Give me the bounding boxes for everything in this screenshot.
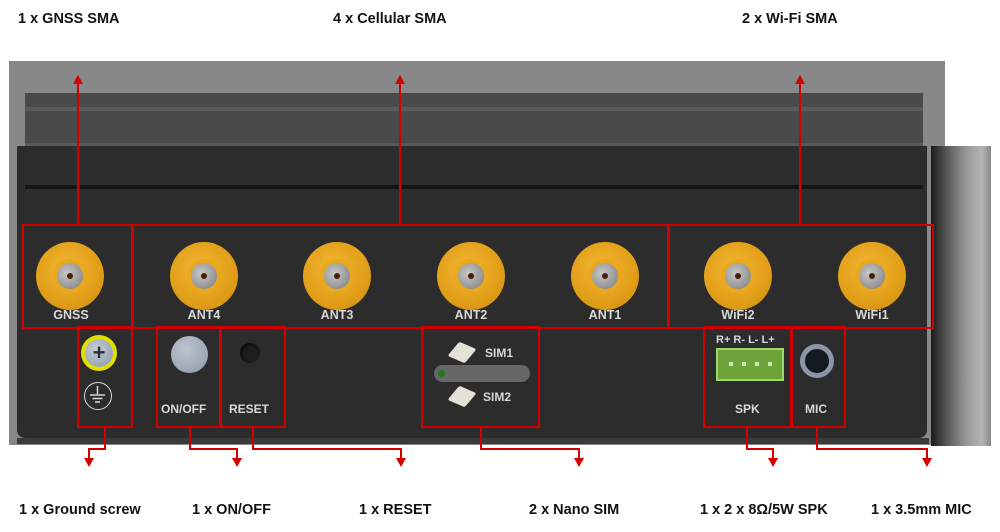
spk-box: [703, 326, 793, 428]
power-button[interactable]: [171, 336, 208, 373]
callout-wifi-sma: 2 x Wi-Fi SMA: [742, 11, 838, 27]
callout-line-mic: [926, 448, 928, 458]
port-label-gnss: GNSS: [53, 308, 89, 322]
arrow-down-icon: [232, 458, 242, 467]
callout-reset: 1 x RESET: [359, 502, 432, 518]
callout-mic: 1 x 3.5mm MIC: [871, 502, 972, 518]
callout-line-sim: [480, 448, 580, 450]
reset-box: [219, 326, 286, 428]
callout-line-wifi: [799, 82, 801, 226]
callout-line-onoff: [236, 448, 238, 458]
callout-cellular-sma: 4 x Cellular SMA: [333, 11, 447, 27]
callout-line-spk: [746, 448, 774, 450]
arrow-up-icon: [395, 75, 405, 84]
wifi-group-box: [667, 224, 934, 329]
mic-jack: [800, 344, 834, 378]
callout-line-onoff: [189, 448, 238, 450]
reset-label: RESET: [229, 402, 270, 416]
arrow-up-icon: [73, 75, 83, 84]
callout-line-reset: [252, 428, 254, 450]
callout-speaker: 1 x 2 x 8Ω/5W SPK: [700, 502, 828, 518]
ground-box: [77, 326, 133, 428]
panel-bottom-strip: [17, 438, 929, 444]
mic-box: [790, 326, 846, 428]
callout-line-ground: [88, 448, 90, 458]
callout-line-sim: [480, 428, 482, 450]
port-label-ant2: ANT2: [454, 308, 488, 322]
onoff-label: ON/OFF: [161, 402, 207, 416]
callout-line-ground: [88, 448, 106, 450]
reset-button[interactable]: [240, 343, 260, 363]
callout-gnss-sma: 1 x GNSS SMA: [18, 11, 120, 27]
port-label-ant3: ANT3: [320, 308, 354, 322]
sma-connector-wifi1: [838, 242, 906, 310]
callout-line-cellular: [399, 82, 401, 226]
callout-ground-screw: 1 x Ground screw: [19, 502, 141, 518]
cellular-group-box: [131, 224, 670, 329]
port-label-wifi2: WiFi2: [721, 308, 755, 322]
ground-symbol-icon: [84, 382, 112, 410]
arrow-down-icon: [396, 458, 406, 467]
callout-nano-sim: 2 x Nano SIM: [529, 502, 620, 518]
mic-label: MIC: [805, 402, 827, 416]
port-label-ant1: ANT1: [588, 308, 622, 322]
arrow-up-icon: [795, 75, 805, 84]
callout-line-spk: [746, 428, 748, 450]
sma-connector-wifi2: [704, 242, 772, 310]
arrow-down-icon: [84, 458, 94, 467]
sim2-label: SIM2: [483, 390, 512, 404]
callout-line-reset: [252, 448, 402, 450]
sma-connector-ant3: [303, 242, 371, 310]
callout-line-spk: [772, 448, 774, 458]
panel-edge: [25, 185, 923, 189]
spk-label: SPK: [735, 402, 760, 416]
spk-pin-labels: R+ R- L- L+: [716, 334, 775, 346]
port-label-ant4: ANT4: [187, 308, 221, 322]
sma-connector-ant4: [170, 242, 238, 310]
sim-box: [421, 326, 540, 428]
sim-status-led: [438, 370, 445, 377]
callout-line-gnss: [77, 82, 79, 226]
sim-tray-slot[interactable]: [434, 365, 530, 382]
callout-line-onoff: [189, 428, 191, 450]
sma-connector-ant2: [437, 242, 505, 310]
side-mount: [931, 146, 991, 446]
sma-connector-gnss: [36, 242, 104, 310]
callout-line-mic: [816, 448, 928, 450]
callout-line-ground: [104, 428, 106, 450]
callout-line-mic: [816, 428, 818, 450]
callout-line-reset: [400, 448, 402, 458]
sim1-label: SIM1: [485, 346, 514, 360]
arrow-down-icon: [768, 458, 778, 467]
ground-screw-icon: +: [81, 335, 117, 371]
arrow-down-icon: [574, 458, 584, 467]
callout-line-sim: [578, 448, 580, 458]
arrow-down-icon: [922, 458, 932, 467]
callout-onoff: 1 x ON/OFF: [192, 502, 271, 518]
speaker-connector: [716, 348, 784, 381]
sma-connector-ant1: [571, 242, 639, 310]
onoff-box: [156, 326, 222, 428]
port-label-wifi1: WiFi1: [855, 308, 889, 322]
